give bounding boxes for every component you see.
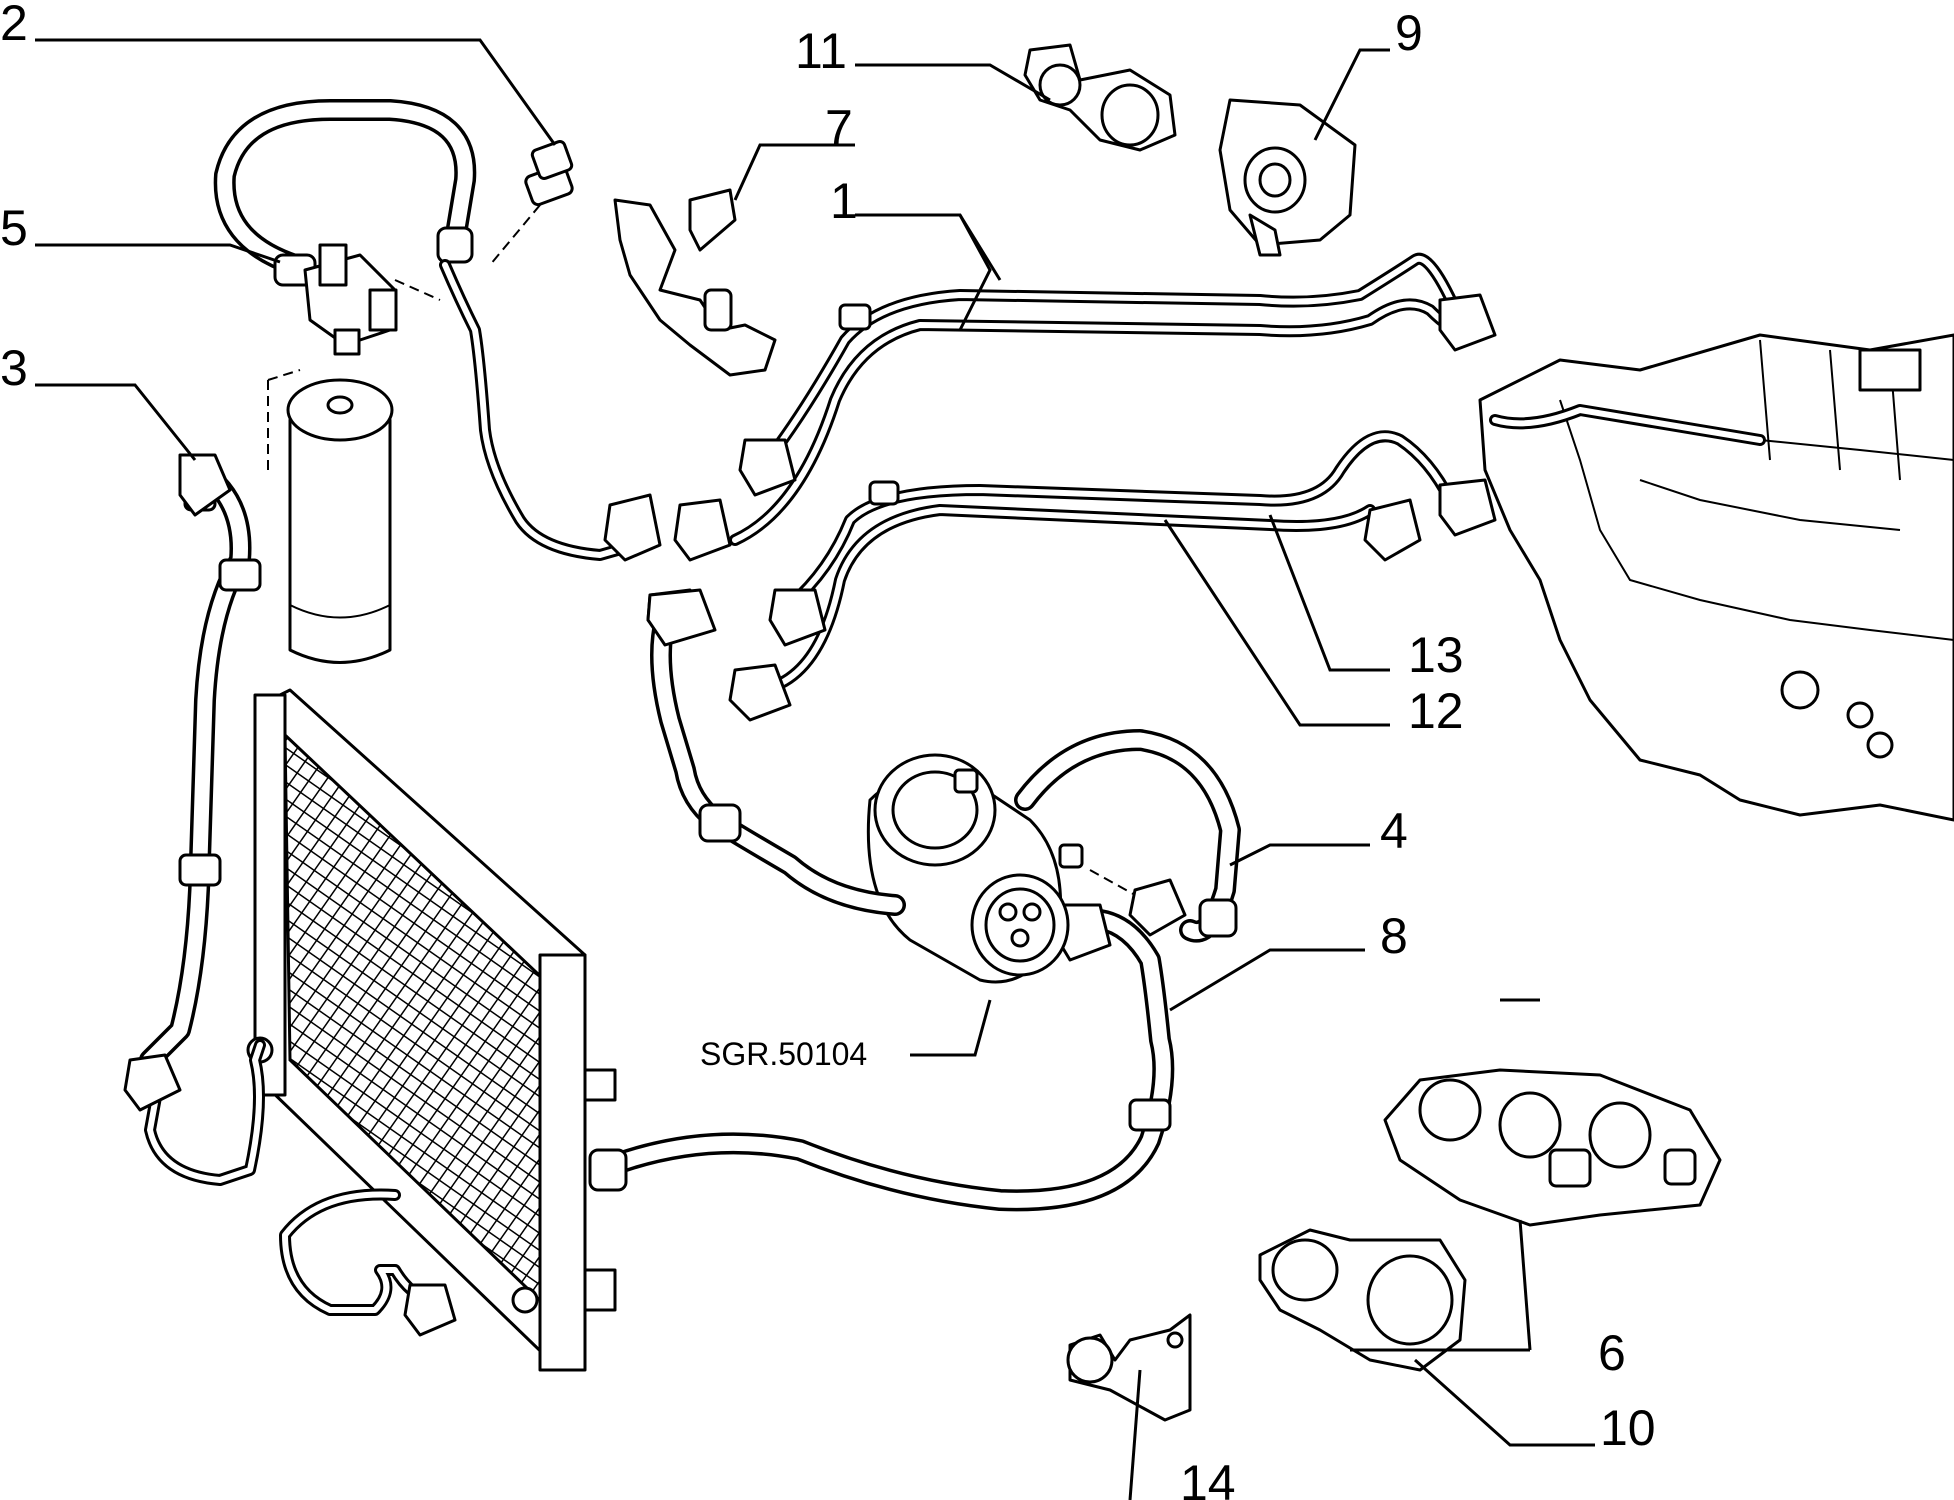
callout-13: 13 [1408,627,1464,683]
callout-11: 11 [795,23,847,79]
callout-12: 12 [1408,683,1464,739]
callout-labels: 2 5 3 11 7 1 9 13 12 4 8 6 10 14 SGR.501… [0,0,1656,1500]
condenser [246,688,617,1372]
callout-10: 10 [1600,1400,1656,1456]
callout-8: 8 [1380,908,1408,964]
part-2-pressure-switch [489,139,574,266]
hvac-unit [1478,333,1954,822]
callout-4: 4 [1380,803,1408,859]
callout-9: 9 [1395,5,1423,61]
leader-lines [35,38,1595,1500]
part-3-hose [123,453,266,1186]
part-6-multi-clip [1383,1068,1722,1227]
part-9-gasket-plate [1218,98,1357,257]
callout-6: 6 [1598,1325,1626,1381]
part-10-pipe-clip [1258,1228,1467,1372]
part-4-hose [1014,729,1241,943]
part-12-13-pipe-assembly [728,430,1497,722]
part-1-pipe-assembly [729,252,1497,546]
callout-14: 14 [1180,1455,1236,1500]
callout-1: 1 [830,173,858,229]
part-14-bracket [1066,1313,1192,1422]
part-8-hose [588,903,1175,1212]
callout-3: 3 [0,340,28,396]
callout-5: 5 [0,200,28,256]
part-7-bracket [613,188,777,377]
compressor [866,753,1136,984]
reference-code: SGR.50104 [700,1036,867,1072]
receiver-drier [267,369,394,664]
part-5-hose-assembly [213,99,477,356]
part-11-clip [1023,43,1177,152]
callout-7: 7 [825,100,853,156]
callout-2: 2 [0,0,28,51]
pipe-fittings [603,493,732,647]
